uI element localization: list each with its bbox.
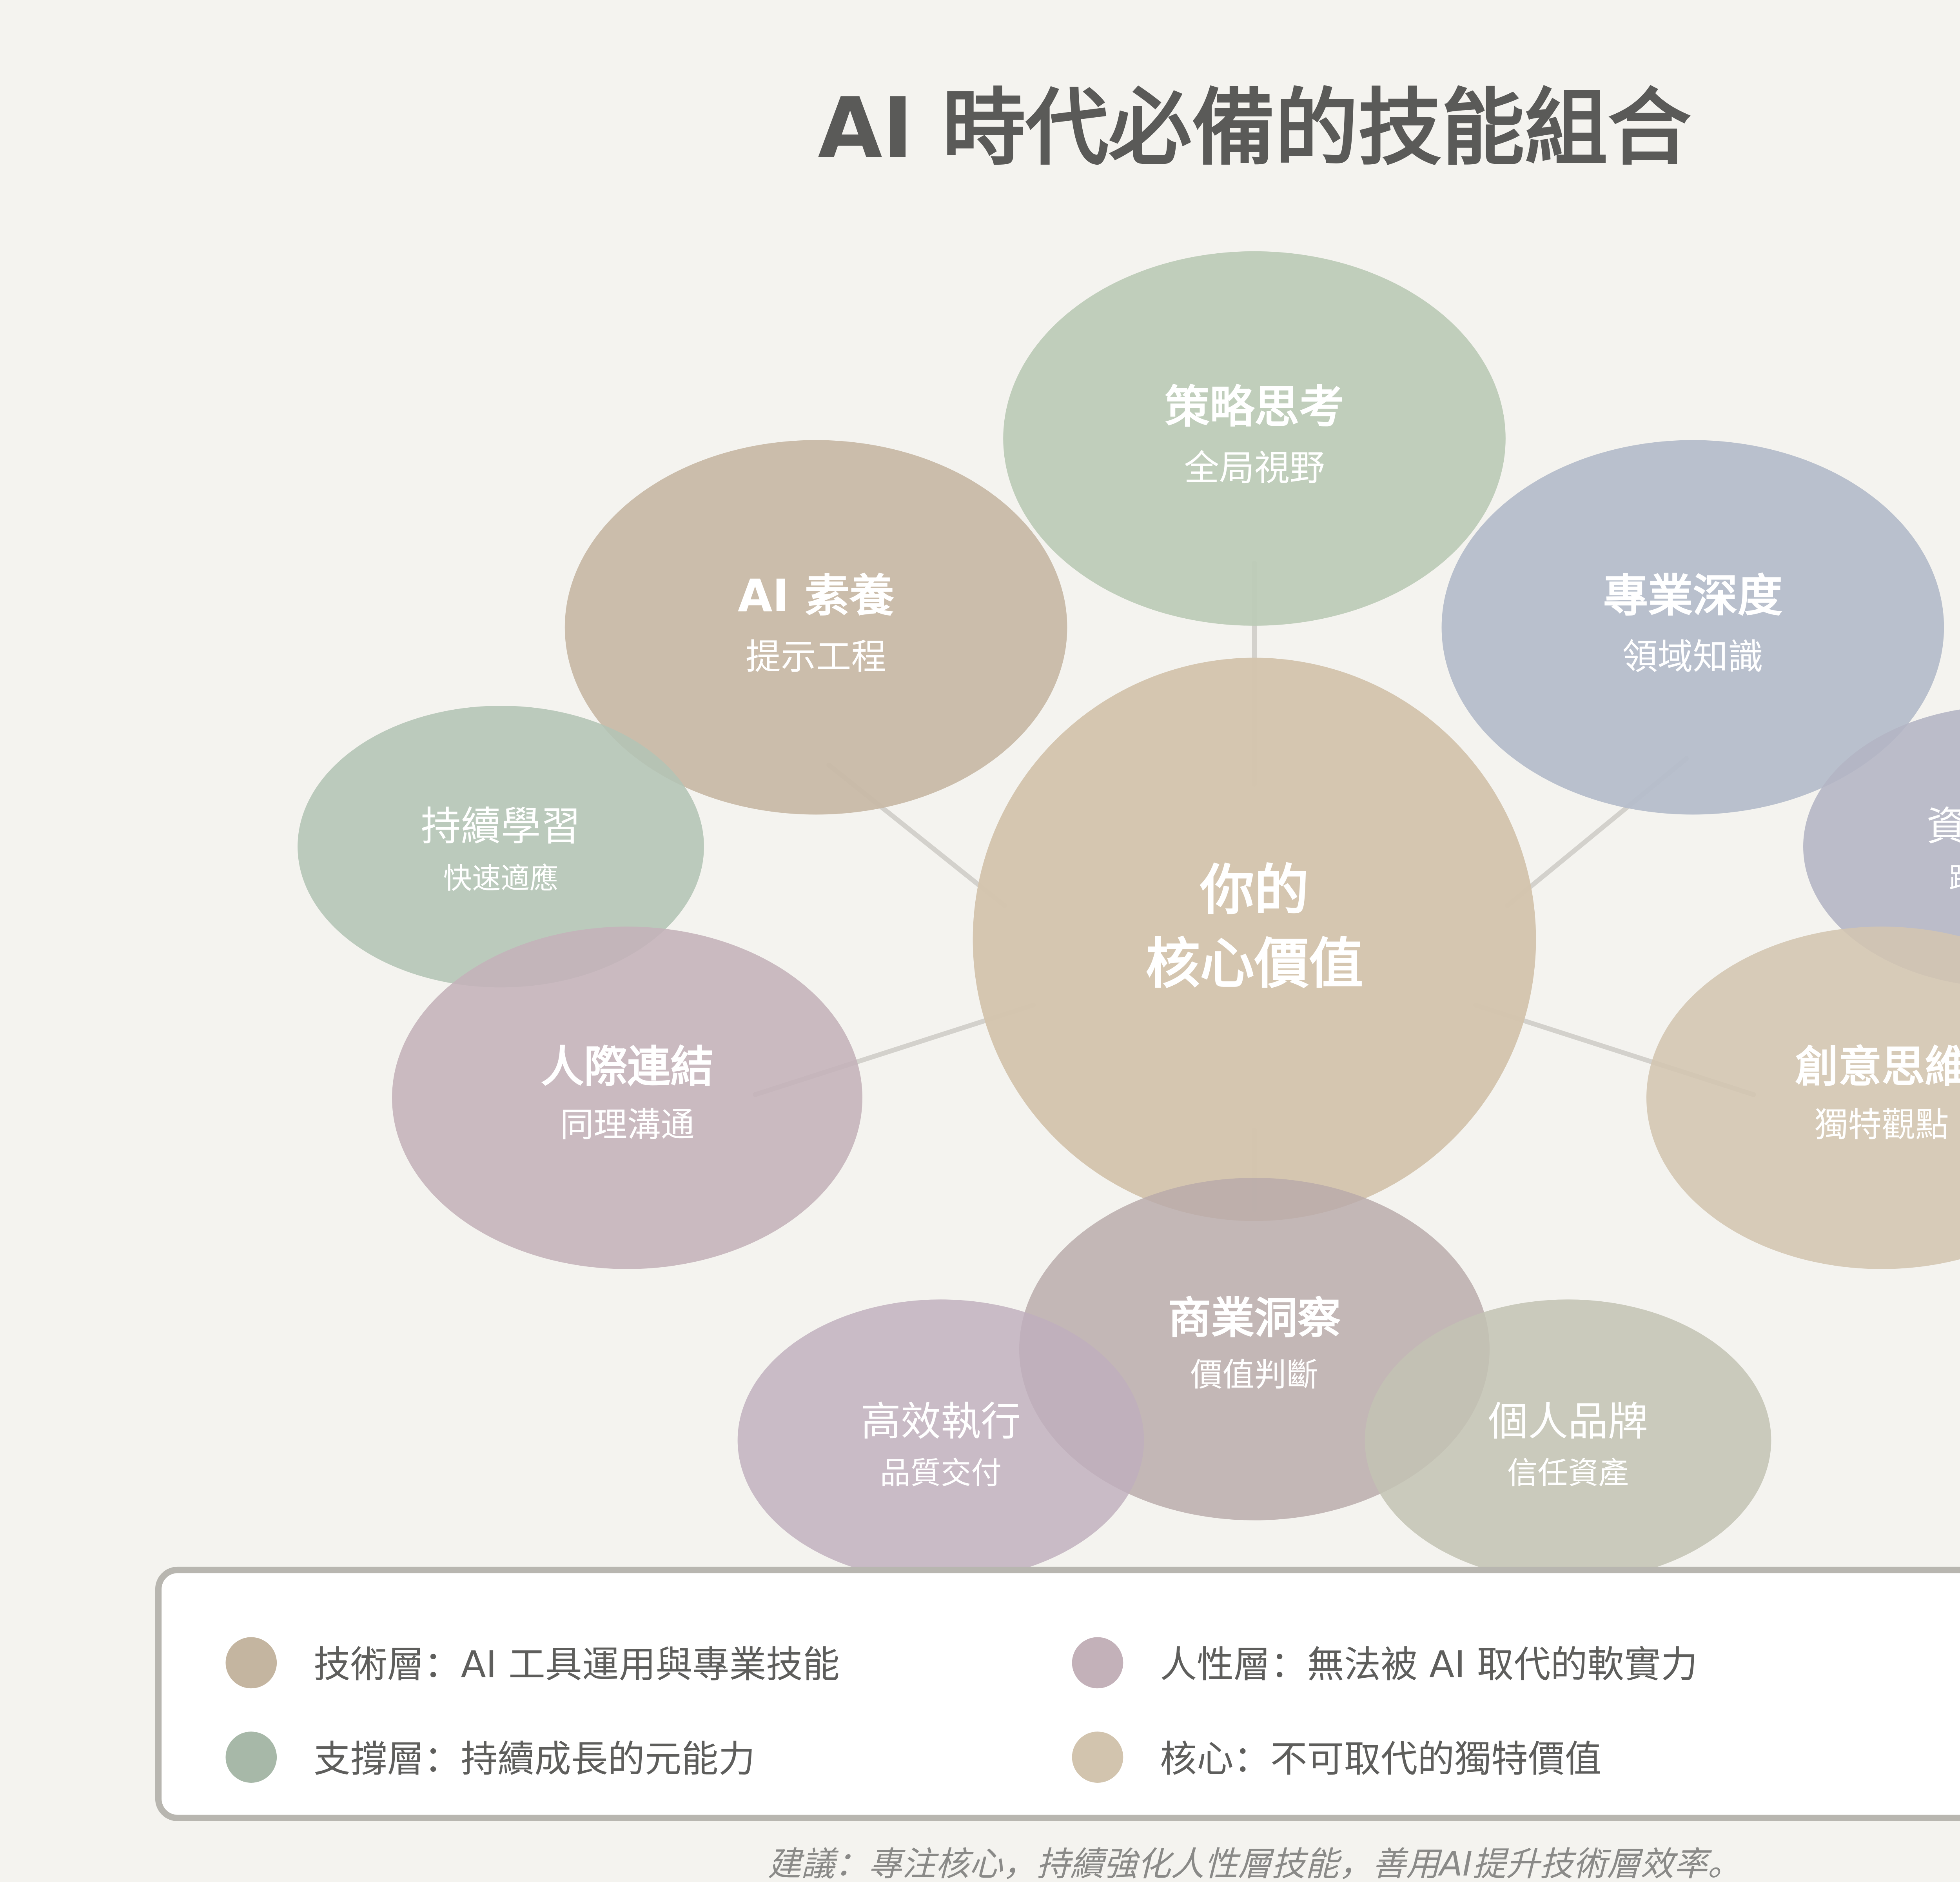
legend-label: 核心：不可取代的獨特價值 [1160, 1738, 1601, 1780]
legend-swatch-human [1072, 1637, 1123, 1689]
node-title: 高效執行 [861, 1399, 1021, 1445]
legend-item-support: 支撐層：持續成長的元能力 [225, 1731, 755, 1783]
node-learning[interactable]: 持續學習 快速適應 [298, 706, 704, 988]
node-expertise[interactable]: 專業深度 領域知識 [1441, 440, 1944, 815]
legend-item-core: 核心：不可取代的獨特價值 [1072, 1731, 1602, 1783]
node-resources[interactable]: 資源整合 跨域協作 [1803, 706, 1960, 987]
node-title: 個人品牌 [1488, 1399, 1648, 1445]
center-core-value[interactable]: 你的 核心價值 [973, 658, 1536, 1221]
node-subtitle: 品質交付 [880, 1456, 1002, 1491]
center-bubble [973, 658, 1536, 1221]
node-expertise-bubble [1441, 440, 1944, 815]
legend-label: 支撐層：持續成長的元能力 [314, 1738, 755, 1780]
node-brand[interactable]: 個人品牌 信任資產 [1365, 1299, 1771, 1581]
node-subtitle: 領域知識 [1622, 637, 1763, 678]
node-title: 持續學習 [421, 803, 581, 850]
node-creativity-bubble [1646, 926, 1960, 1269]
node-title: 專業深度 [1603, 570, 1782, 622]
legend-item-human: 人性層：無法被 AI 取代的軟實力 [1072, 1637, 1698, 1689]
node-brand-bubble [1365, 1299, 1771, 1581]
node-learning-bubble [298, 706, 704, 988]
node-resources-bubble [1803, 709, 1960, 984]
node-execution[interactable]: 高效執行 品質交付 [737, 1299, 1144, 1581]
legend-box [155, 1566, 1960, 1821]
node-execution-bubble [737, 1299, 1144, 1581]
node-creativity[interactable]: 創意思維 獨特觀點 [1646, 926, 1960, 1269]
node-title: 資源整合 [1926, 803, 1960, 850]
node-subtitle: 獨特觀點 [1815, 1105, 1949, 1144]
node-subtitle: 信任資產 [1507, 1456, 1629, 1491]
legend-swatch-core [1072, 1731, 1123, 1783]
page-title: AI 時代必備的技能組合 [818, 80, 1691, 177]
node-subtitle: 價值判斷 [1191, 1357, 1318, 1394]
node-people-bubble [392, 926, 862, 1269]
node-subtitle: 全局視野 [1184, 448, 1325, 489]
legend-label: 人性層：無法被 AI 取代的軟實力 [1160, 1644, 1698, 1686]
center-line1: 你的 [1200, 858, 1309, 922]
node-title: 創意思維 [1795, 1042, 1960, 1092]
node-subtitle: 同理溝通 [560, 1105, 695, 1144]
legend-label: 技術層：AI 工具運用與專業技能 [314, 1644, 840, 1686]
legend-item-tech: 技術層：AI 工具運用與專業技能 [225, 1637, 840, 1689]
footer-advice: 建議：專注核心，持續強化人性層技能，善用AI提升技術層效率。 [768, 1845, 1741, 1882]
node-title: 人際連結 [541, 1042, 714, 1092]
node-strategy[interactable]: 策略思考 全局視野 [1003, 251, 1506, 626]
node-title: 商業洞察 [1168, 1293, 1341, 1343]
node-strategy-bubble [1003, 251, 1506, 626]
node-ai-literacy-bubble [564, 440, 1067, 815]
node-title: 策略思考 [1165, 381, 1344, 433]
node-ai-literacy[interactable]: AI 素養 提示工程 [564, 440, 1067, 815]
legend-swatch-support [225, 1731, 277, 1783]
node-title: AI 素養 [738, 570, 894, 622]
node-subtitle: 快速適應 [443, 862, 559, 895]
center-line2: 核心價值 [1145, 932, 1363, 995]
node-people[interactable]: 人際連結 同理溝通 [392, 926, 862, 1269]
legend-swatch-tech [225, 1637, 277, 1689]
node-subtitle: 跨域協作 [1949, 862, 1960, 895]
legend-panel: 技術層：AI 工具運用與專業技能 人性層：無法被 AI 取代的軟實力 支撐層：持… [155, 1566, 1960, 1821]
node-subtitle: 提示工程 [746, 637, 886, 678]
